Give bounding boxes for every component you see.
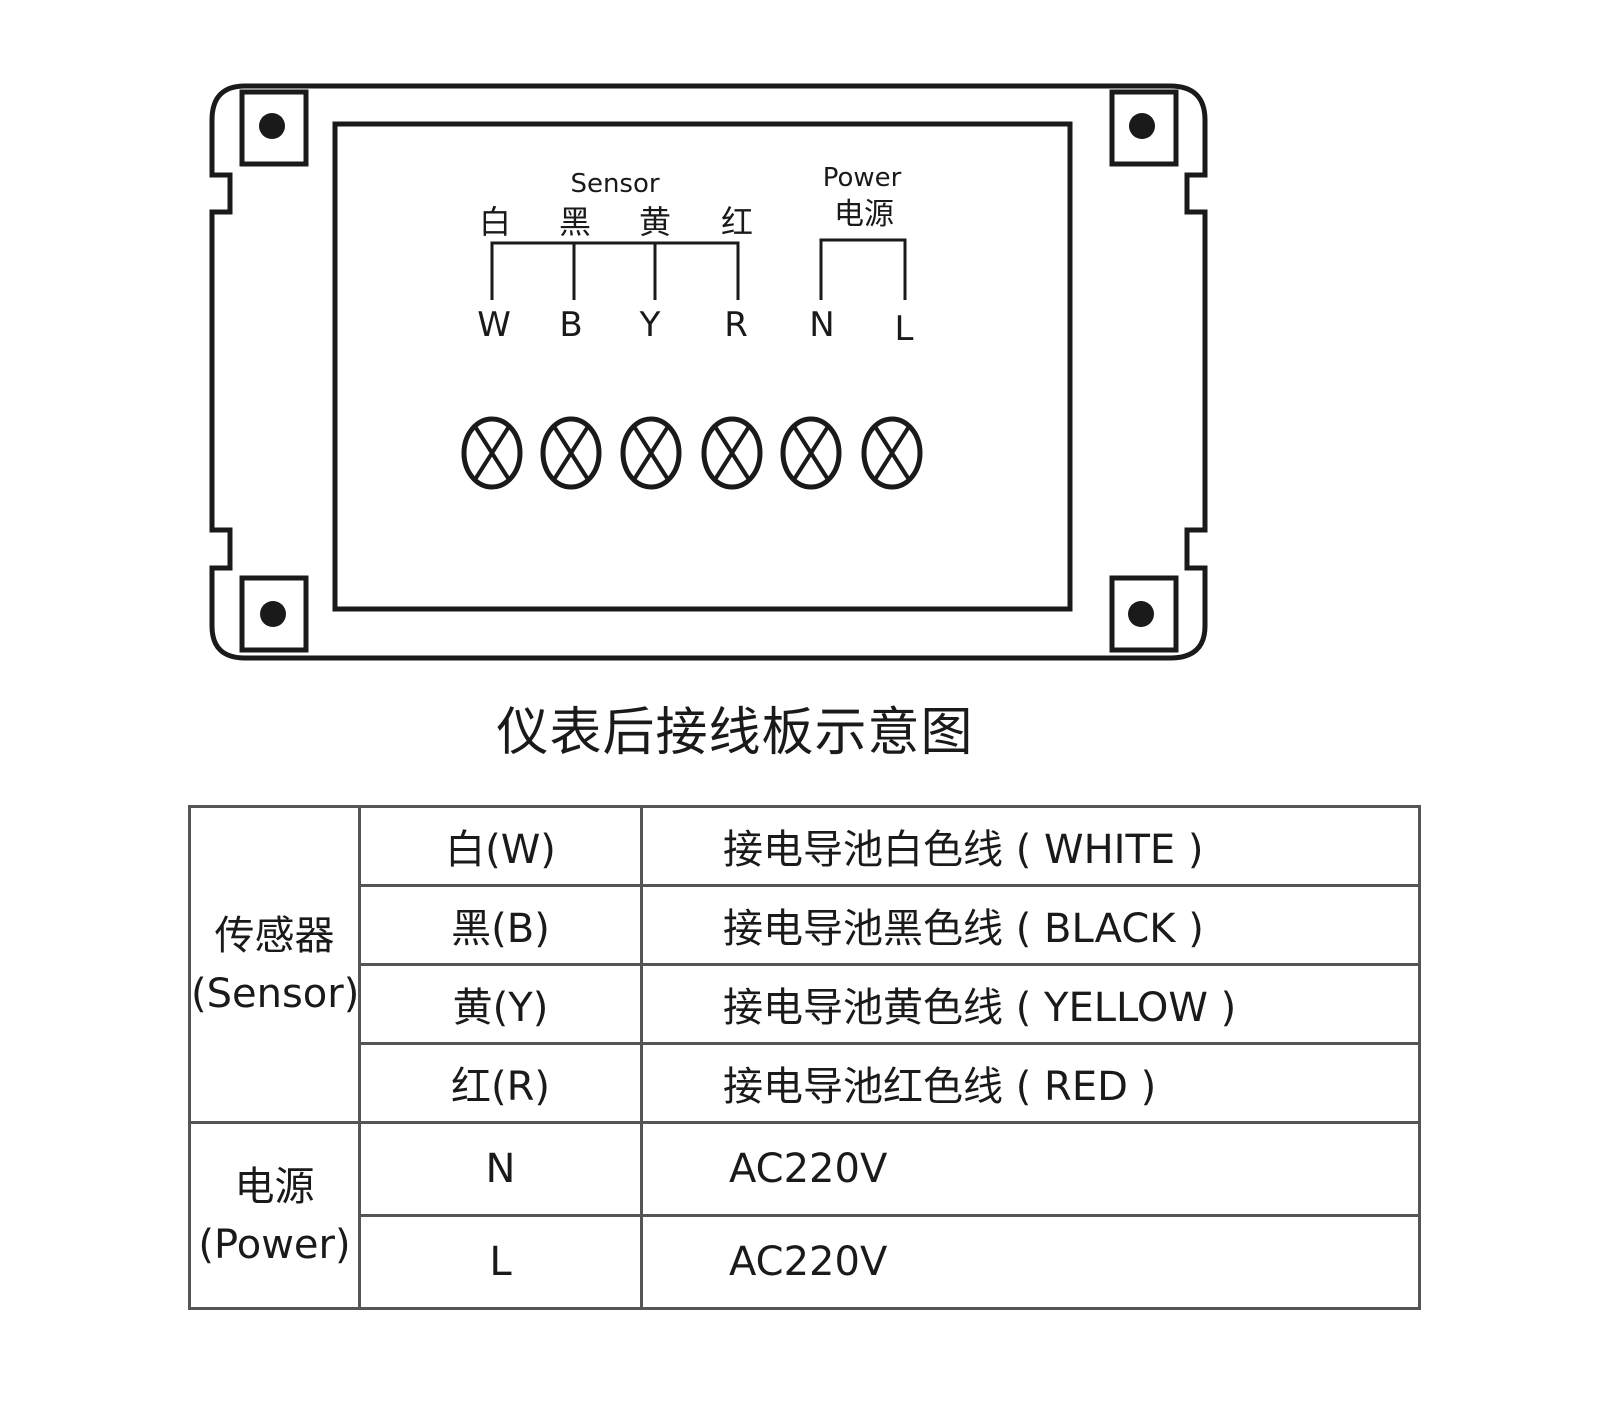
wiring-table: 传感器 (Sensor) 白(W) 接电导池白色线 ( WHITE ) 黑(B)… <box>188 805 1421 1310</box>
terminal-screw-b <box>540 416 602 490</box>
diagram-caption: 仪表后接线板示意图 <box>496 703 974 763</box>
terminal-screw-n <box>780 416 842 490</box>
power-group-label: Power <box>823 163 902 193</box>
terminal-label-l: L <box>895 309 914 349</box>
mounting-hole-bottom-right <box>1109 575 1179 653</box>
terminal-screw-w <box>461 416 523 490</box>
sensor-color-black: 黑 <box>559 203 591 241</box>
sensor-group-en: (Sensor) <box>191 970 360 1017</box>
description-cell: 接电导池黑色线 ( BLACK ) <box>640 884 1421 966</box>
sensor-color-yellow: 黄 <box>639 203 671 241</box>
sensor-bracket <box>490 241 740 300</box>
terminal-label-r: R <box>724 305 748 345</box>
mounting-hole-bottom-left <box>239 575 309 653</box>
description-cell: 接电导池红色线 ( RED ) <box>640 1042 1421 1124</box>
description-cell: 接电导池白色线 ( WHITE ) <box>640 805 1421 887</box>
terminal-screw-r <box>701 416 763 490</box>
terminal-cell: 黄(Y) <box>358 963 643 1045</box>
sensor-color-red: 红 <box>721 203 753 241</box>
terminal-board <box>332 121 1073 612</box>
terminal-cell: L <box>358 1214 643 1310</box>
terminal-label-n: N <box>809 305 834 345</box>
table-row: L AC220V <box>190 1214 1421 1310</box>
table-row: 电源 (Power) N AC220V <box>188 1121 1421 1310</box>
terminal-label-b: B <box>559 305 582 345</box>
description-cell: AC220V <box>640 1121 1421 1217</box>
power-group-cell: 电源 (Power) <box>188 1121 361 1310</box>
power-group-label-cn: 电源 <box>834 197 894 232</box>
rear-panel-diagram: Sensor Power 电源 白 黑 黄 红 W B Y R N L <box>209 83 1208 661</box>
terminal-cell: 红(R) <box>358 1042 643 1124</box>
mounting-hole-top-left <box>239 89 309 167</box>
table-row: 黄(Y) 接电导池黄色线 ( YELLOW ) <box>190 963 1421 1045</box>
table-row: 红(R) 接电导池红色线 ( RED ) <box>190 1042 1421 1124</box>
sensor-group-cell: 传感器 (Sensor) <box>188 805 361 1124</box>
terminal-screw-l <box>861 416 923 490</box>
terminal-cell: 黑(B) <box>358 884 643 966</box>
sensor-group-label: Sensor <box>570 169 659 199</box>
description-cell: AC220V <box>640 1214 1421 1310</box>
power-group-en: (Power) <box>198 1221 351 1268</box>
terminal-cell: N <box>358 1121 643 1217</box>
table-row: 黑(B) 接电导池黑色线 ( BLACK ) <box>190 884 1421 966</box>
mounting-hole-top-right <box>1109 89 1179 167</box>
table-row: 传感器 (Sensor) 白(W) 接电导池白色线 ( WHITE ) <box>188 805 1421 1124</box>
power-bracket <box>819 238 907 300</box>
sensor-group-cn: 传感器 <box>214 912 335 959</box>
terminal-label-w: W <box>477 305 511 345</box>
power-group-cn: 电源 <box>234 1163 315 1210</box>
housing-outline <box>209 83 1208 661</box>
terminal-label-y: Y <box>639 305 661 345</box>
sensor-color-white: 白 <box>479 203 511 241</box>
description-cell: 接电导池黄色线 ( YELLOW ) <box>640 963 1421 1045</box>
terminal-screw-y <box>620 416 682 490</box>
terminal-cell: 白(W) <box>358 805 643 887</box>
